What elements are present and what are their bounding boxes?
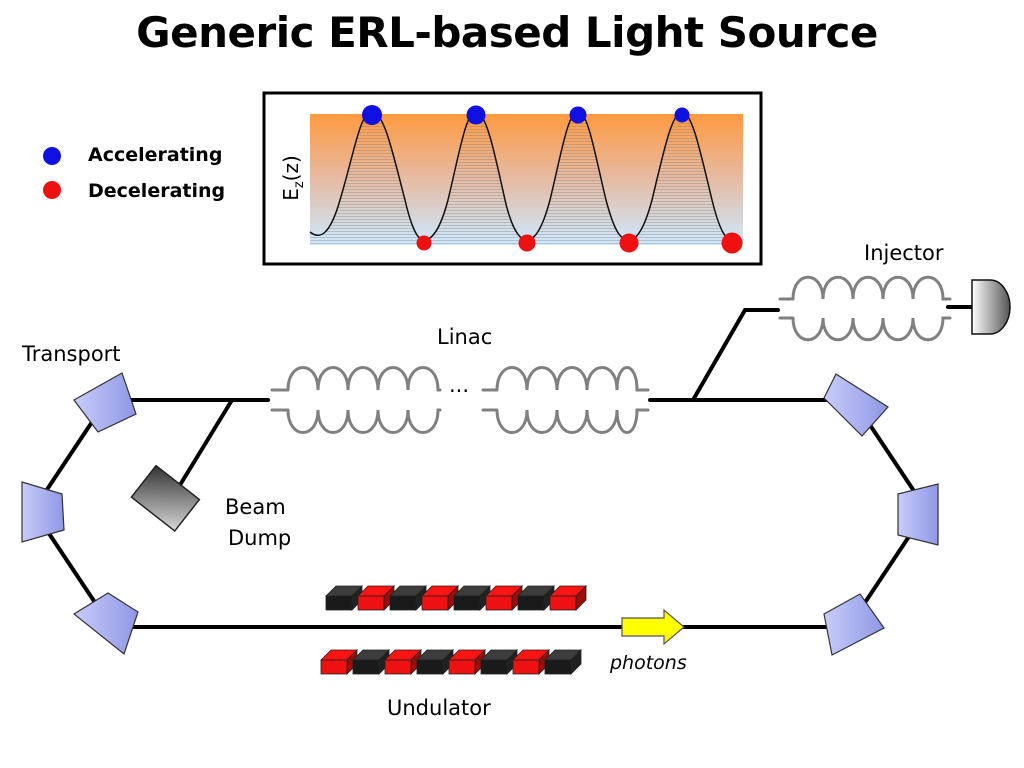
undulator-magnet-block bbox=[325, 585, 363, 611]
beam-path bbox=[38, 305, 974, 629]
undulator-top-row bbox=[325, 585, 587, 611]
undulator-magnet-block bbox=[416, 649, 454, 675]
transport-magnet bbox=[72, 592, 139, 656]
undulator-magnet-block bbox=[549, 585, 587, 611]
undulator-magnet-block bbox=[480, 649, 518, 675]
undulator-magnet-block bbox=[517, 585, 555, 611]
accelerating-bunch bbox=[674, 107, 690, 123]
undulator-magnet-block bbox=[320, 649, 358, 675]
decelerating-legend-dot bbox=[43, 181, 61, 199]
undulator-magnet-block bbox=[384, 649, 422, 675]
rf-cavities bbox=[270, 275, 952, 434]
page-title: Generic ERL-based Light Source bbox=[136, 8, 878, 57]
transport-magnet bbox=[21, 481, 65, 543]
undulator-magnet-block bbox=[544, 649, 582, 675]
undulator-magnet-block bbox=[421, 585, 459, 611]
photon-arrow-icon bbox=[621, 608, 685, 646]
svg-text:Ez(z): Ez(z) bbox=[279, 155, 307, 201]
undulator-magnet-block bbox=[512, 649, 550, 675]
decelerating-bunch bbox=[619, 233, 639, 253]
accelerating-bunch bbox=[569, 106, 587, 124]
linac-cavity-1 bbox=[270, 366, 442, 434]
undulator-magnet-block bbox=[352, 649, 390, 675]
injector-cavity bbox=[778, 275, 952, 342]
transport-label: Transport bbox=[22, 342, 121, 366]
undulator-bottom-row bbox=[320, 649, 582, 675]
decelerating-bunch bbox=[416, 235, 432, 251]
decelerating-legend-label: Decelerating bbox=[88, 180, 226, 202]
undulator-magnet-block bbox=[485, 585, 523, 611]
field-axis-label: Ez(z) bbox=[279, 155, 307, 201]
electron-gun bbox=[971, 279, 1011, 335]
linac-label: Linac bbox=[437, 325, 493, 349]
injector-label: Injector bbox=[864, 241, 944, 265]
undulator-magnet-block bbox=[357, 585, 395, 611]
transport-magnet bbox=[73, 372, 137, 433]
transport-magnet bbox=[823, 593, 885, 656]
undulator-magnet-block bbox=[448, 649, 486, 675]
accelerating-bunch bbox=[466, 105, 486, 125]
beam-dump-label-line1: Beam bbox=[225, 495, 286, 519]
transport-magnet bbox=[897, 483, 939, 546]
linac-cavity-2 bbox=[481, 366, 650, 434]
beam-dump-label-line2: Dump bbox=[228, 526, 292, 550]
accelerating-bunch bbox=[362, 105, 382, 125]
undulator-magnet-block bbox=[389, 585, 427, 611]
accelerating-legend-label: Accelerating bbox=[88, 144, 223, 166]
undulator-label: Undulator bbox=[387, 696, 491, 720]
beam-dump-block bbox=[130, 464, 201, 533]
decelerating-bunch bbox=[721, 232, 743, 254]
undulator-magnet-block bbox=[453, 585, 491, 611]
decelerating-bunch bbox=[518, 234, 536, 252]
transport-magnet bbox=[823, 373, 889, 437]
photons-label: photons bbox=[610, 652, 687, 674]
linac-ellipsis: ... bbox=[449, 373, 470, 397]
accelerating-legend-dot bbox=[43, 147, 61, 165]
